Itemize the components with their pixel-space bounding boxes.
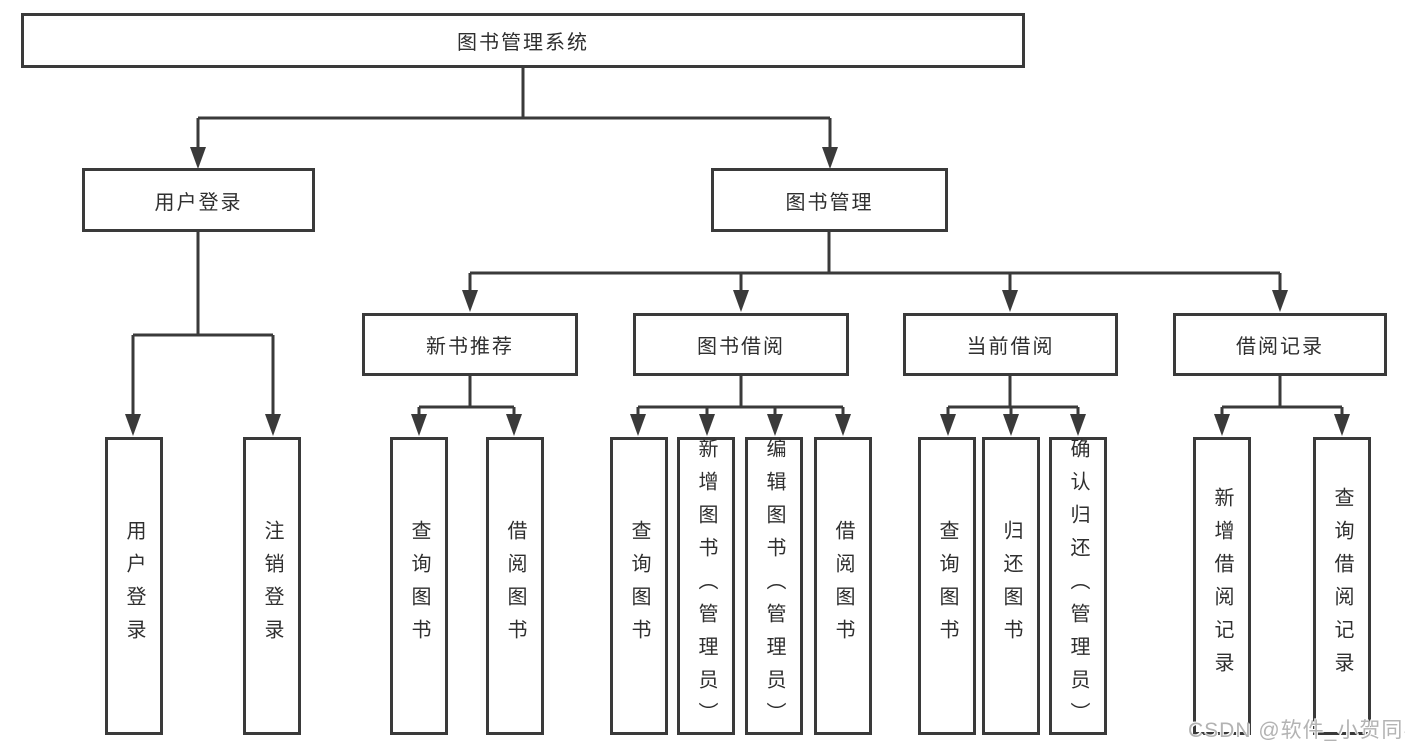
node-new-book-recommend: 新书推荐 [362, 313, 578, 376]
connector-book-management-children [468, 232, 1282, 294]
arrowhead-down-icon [940, 414, 956, 436]
node-label: 注销登录 [261, 520, 283, 652]
node-label: 编辑图书（管理员） [763, 437, 785, 735]
arrowhead-down-icon [462, 290, 478, 312]
connector-current-children [946, 376, 1080, 419]
node-label: 查询借阅记录 [1331, 487, 1353, 685]
arrowhead-down-icon [1214, 414, 1230, 436]
node-borrowing-edit-books: 编辑图书（管理员） [745, 437, 803, 735]
node-label: 新增图书（管理员） [695, 437, 717, 735]
csdn-watermark: CSDN @软件_小贺同学 [1188, 719, 1405, 742]
connector-new-book-children [417, 376, 516, 419]
node-book-borrowing: 图书借阅 [633, 313, 849, 376]
arrowhead-down-icon [733, 290, 749, 312]
connector-root-stem [196, 68, 832, 150]
arrowhead-down-icon [1002, 290, 1018, 312]
node-label: 图书借阅 [697, 336, 785, 358]
node-label: 借阅图书 [832, 520, 854, 652]
connector-borrowing-children [636, 376, 845, 419]
node-current-return-books: 归还图书 [982, 437, 1040, 735]
arrowhead-down-icon [190, 147, 206, 169]
arrowhead-down-icon [835, 414, 851, 436]
node-current-confirm-return: 确认归还（管理员） [1049, 437, 1107, 735]
node-records-add-record: 新增借阅记录 [1193, 437, 1251, 735]
node-library-management-system: 图书管理系统 [21, 13, 1025, 68]
node-borrowing-records: 借阅记录 [1173, 313, 1387, 376]
node-borrowing-query-books: 查询图书 [610, 437, 668, 735]
arrowhead-down-icon [506, 414, 522, 436]
node-current-borrowing: 当前借阅 [903, 313, 1118, 376]
node-user-login-leaf: 用户登录 [105, 437, 163, 735]
node-user-login: 用户登录 [82, 168, 315, 232]
arrowhead-down-icon [630, 414, 646, 436]
node-label: 归还图书 [1000, 520, 1022, 652]
node-borrowing-add-books: 新增图书（管理员） [677, 437, 735, 735]
node-label: 借阅图书 [504, 520, 526, 652]
arrowhead-down-icon [822, 147, 838, 169]
node-label: 用户登录 [154, 191, 243, 214]
node-label: 查询图书 [408, 520, 430, 652]
arrowhead-down-icon [1334, 414, 1350, 436]
node-label: 用户登录 [123, 520, 145, 652]
node-borrowing-borrow-books: 借阅图书 [814, 437, 872, 735]
arrowhead-down-icon [1070, 414, 1086, 436]
node-current-query-books: 查询图书 [918, 437, 976, 735]
node-label: 当前借阅 [966, 336, 1055, 358]
connector-records-children [1220, 376, 1344, 419]
arrowhead-down-icon [767, 414, 783, 436]
node-label: 新增借阅记录 [1211, 487, 1233, 685]
node-label: 图书管理 [785, 191, 874, 214]
arrowhead-down-icon [1003, 414, 1019, 436]
arrowhead-down-icon [411, 414, 427, 436]
node-label: 图书管理系统 [457, 32, 589, 54]
node-records-query-record: 查询借阅记录 [1313, 437, 1371, 735]
arrowhead-down-icon [265, 414, 281, 436]
connector-user-login-children [131, 232, 275, 419]
arrowhead-down-icon [699, 414, 715, 436]
node-label: 新书推荐 [426, 336, 514, 358]
node-label: 查询图书 [628, 520, 650, 652]
arrowhead-down-icon [125, 414, 141, 436]
node-recommend-query-books: 查询图书 [390, 437, 448, 735]
node-logout: 注销登录 [243, 437, 301, 735]
node-recommend-borrow-books: 借阅图书 [486, 437, 544, 735]
node-label: 确认归还（管理员） [1067, 437, 1089, 735]
node-book-management: 图书管理 [711, 168, 948, 232]
node-label: 查询图书 [936, 520, 958, 652]
arrowhead-down-icon [1272, 290, 1288, 312]
node-label: 借阅记录 [1236, 336, 1324, 358]
